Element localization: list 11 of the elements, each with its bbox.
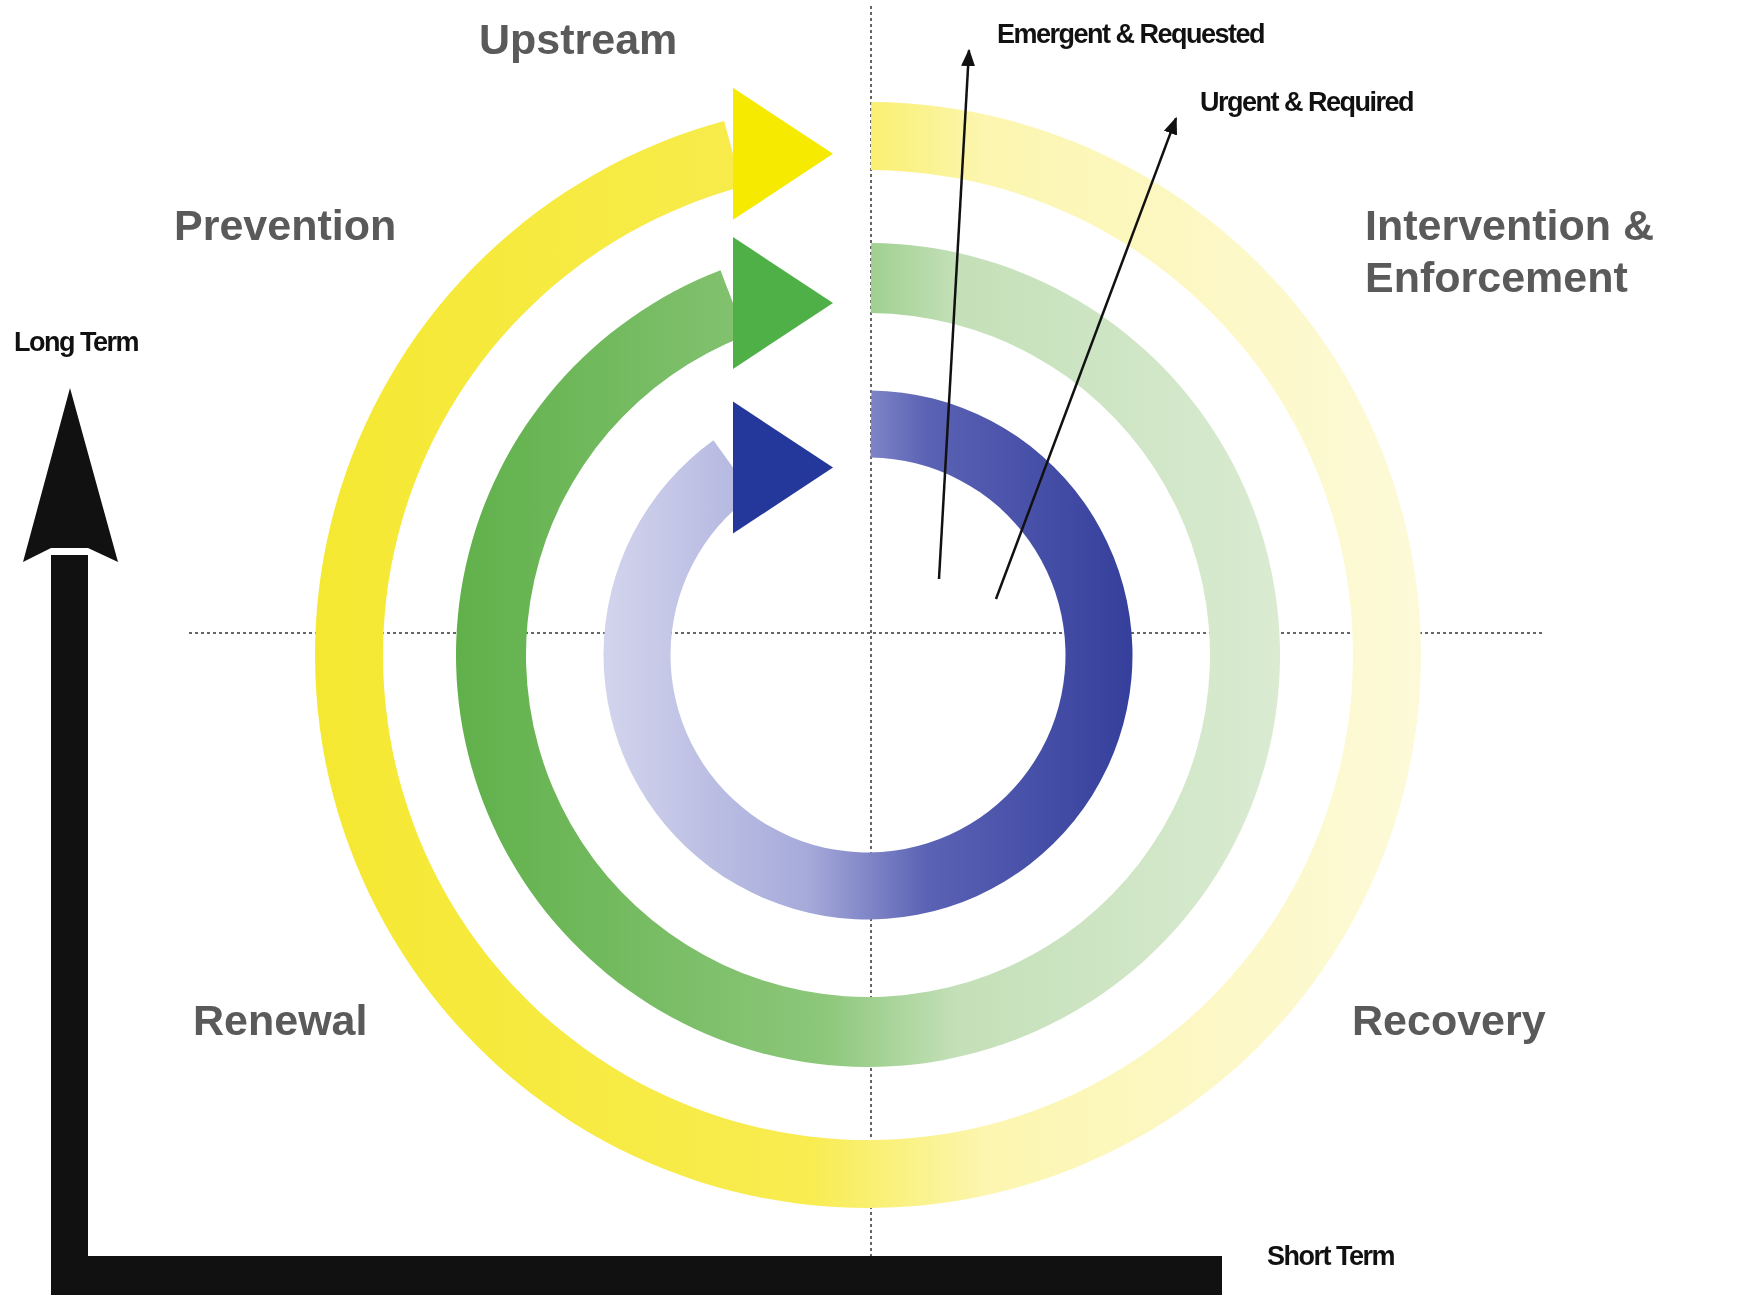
callout-label: Emergent & Requested xyxy=(997,18,1265,51)
section-heading: Upstream xyxy=(479,14,678,65)
quadrant-label: Renewal xyxy=(193,995,368,1046)
arrow xyxy=(994,116,1178,600)
quadrant-label: Intervention & Enforcement xyxy=(1365,200,1656,303)
arrow xyxy=(937,48,976,580)
quadrant-label: Prevention xyxy=(174,200,397,251)
axis-label: Long Term xyxy=(14,326,138,359)
quadrant-label: Recovery xyxy=(1352,995,1546,1046)
axis-label: Short Term xyxy=(1267,1240,1394,1273)
callout-label: Urgent & Required xyxy=(1200,86,1414,119)
